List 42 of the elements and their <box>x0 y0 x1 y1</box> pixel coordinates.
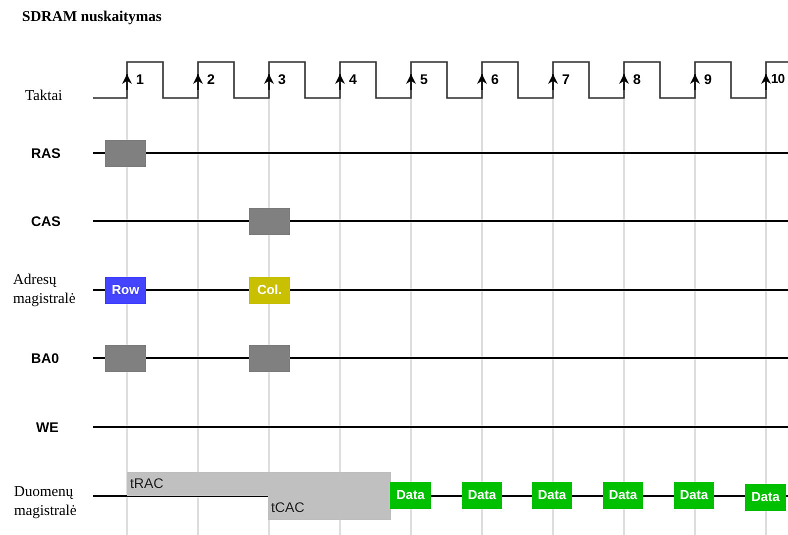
signal-block <box>249 345 290 372</box>
title: SDRAM nuskaitymas <box>22 9 162 26</box>
signal-name: Duomenų magistralė <box>14 483 78 521</box>
clock-number: 4 <box>349 71 357 87</box>
signal-name: CAS <box>31 213 61 229</box>
signal-block <box>249 208 290 235</box>
data-label: Data <box>536 487 568 502</box>
clock-number: 3 <box>278 71 286 87</box>
signal-name: BA0 <box>31 350 60 366</box>
clock-number: 9 <box>704 71 712 87</box>
timing-label: tCAC <box>271 499 304 515</box>
data-block <box>674 482 714 509</box>
data-block <box>249 277 290 304</box>
data-label: Data <box>466 487 498 502</box>
clock-number: 1 <box>136 71 144 87</box>
timing-label: tRAC <box>130 475 164 491</box>
data-label: Col. <box>256 282 283 297</box>
clock-number: 7 <box>562 71 570 87</box>
data-label: Data <box>750 489 781 504</box>
signal-name: Taktai <box>25 88 62 105</box>
data-label: Data <box>678 487 710 502</box>
clock-number: 8 <box>633 71 641 87</box>
data-block <box>462 482 502 509</box>
signal-name: Adresų magistralė <box>13 271 76 309</box>
data-block <box>532 482 572 509</box>
clock-number: 6 <box>491 71 499 87</box>
clock-number: 10 <box>771 71 784 86</box>
signal-name: RAS <box>31 145 61 161</box>
timing-band <box>268 496 391 520</box>
data-label: Row <box>110 282 140 297</box>
timing-band <box>127 472 391 496</box>
data-block <box>390 482 431 509</box>
data-label: Data <box>395 487 426 502</box>
signal-block <box>105 345 146 372</box>
clock-number: 2 <box>207 71 215 87</box>
data-block <box>105 277 146 304</box>
signal-block <box>105 140 146 167</box>
clock-number: 5 <box>420 71 428 87</box>
data-label: Data <box>608 487 638 502</box>
data-block <box>603 482 643 509</box>
signal-name: WE <box>36 419 59 435</box>
data-block <box>745 484 786 511</box>
